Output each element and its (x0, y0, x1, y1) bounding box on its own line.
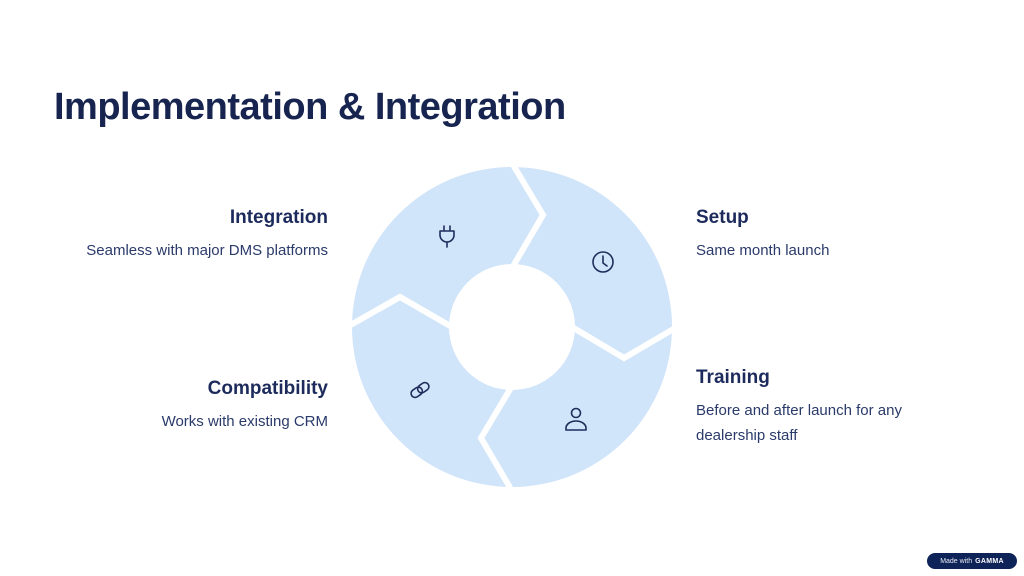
user-icon (565, 407, 587, 431)
clock-icon (592, 251, 614, 273)
step-description: Same month launch (696, 242, 830, 259)
step-description: Seamless with major DMS platforms (86, 242, 328, 259)
step-training: Training Before and after launch for any… (696, 366, 936, 448)
gap-bottom (477, 384, 515, 493)
plug-icon (439, 225, 455, 248)
cycle-ring (352, 167, 672, 487)
gap-left (345, 293, 454, 330)
badge-prefix: Made with (940, 557, 973, 565)
gap-right (570, 324, 679, 362)
step-compatibility: Compatibility Works with existing CRM (48, 377, 328, 434)
step-heading: Training (696, 367, 770, 388)
step-setup: Setup Same month launch (696, 206, 936, 263)
step-heading: Setup (696, 207, 749, 228)
step-description: Works with existing CRM (161, 413, 328, 430)
slide-title: Implementation & Integration (54, 86, 566, 128)
step-integration: Integration Seamless with major DMS plat… (48, 206, 328, 263)
link-icon (410, 381, 430, 399)
gap-top (509, 161, 547, 270)
gamma-logo: GAMMA (975, 557, 1004, 565)
step-heading: Compatibility (207, 378, 328, 399)
step-description: Before and after launch for any dealersh… (696, 402, 902, 444)
made-with-gamma-badge[interactable]: Made with GAMMA (927, 553, 1017, 569)
step-heading: Integration (229, 207, 328, 228)
